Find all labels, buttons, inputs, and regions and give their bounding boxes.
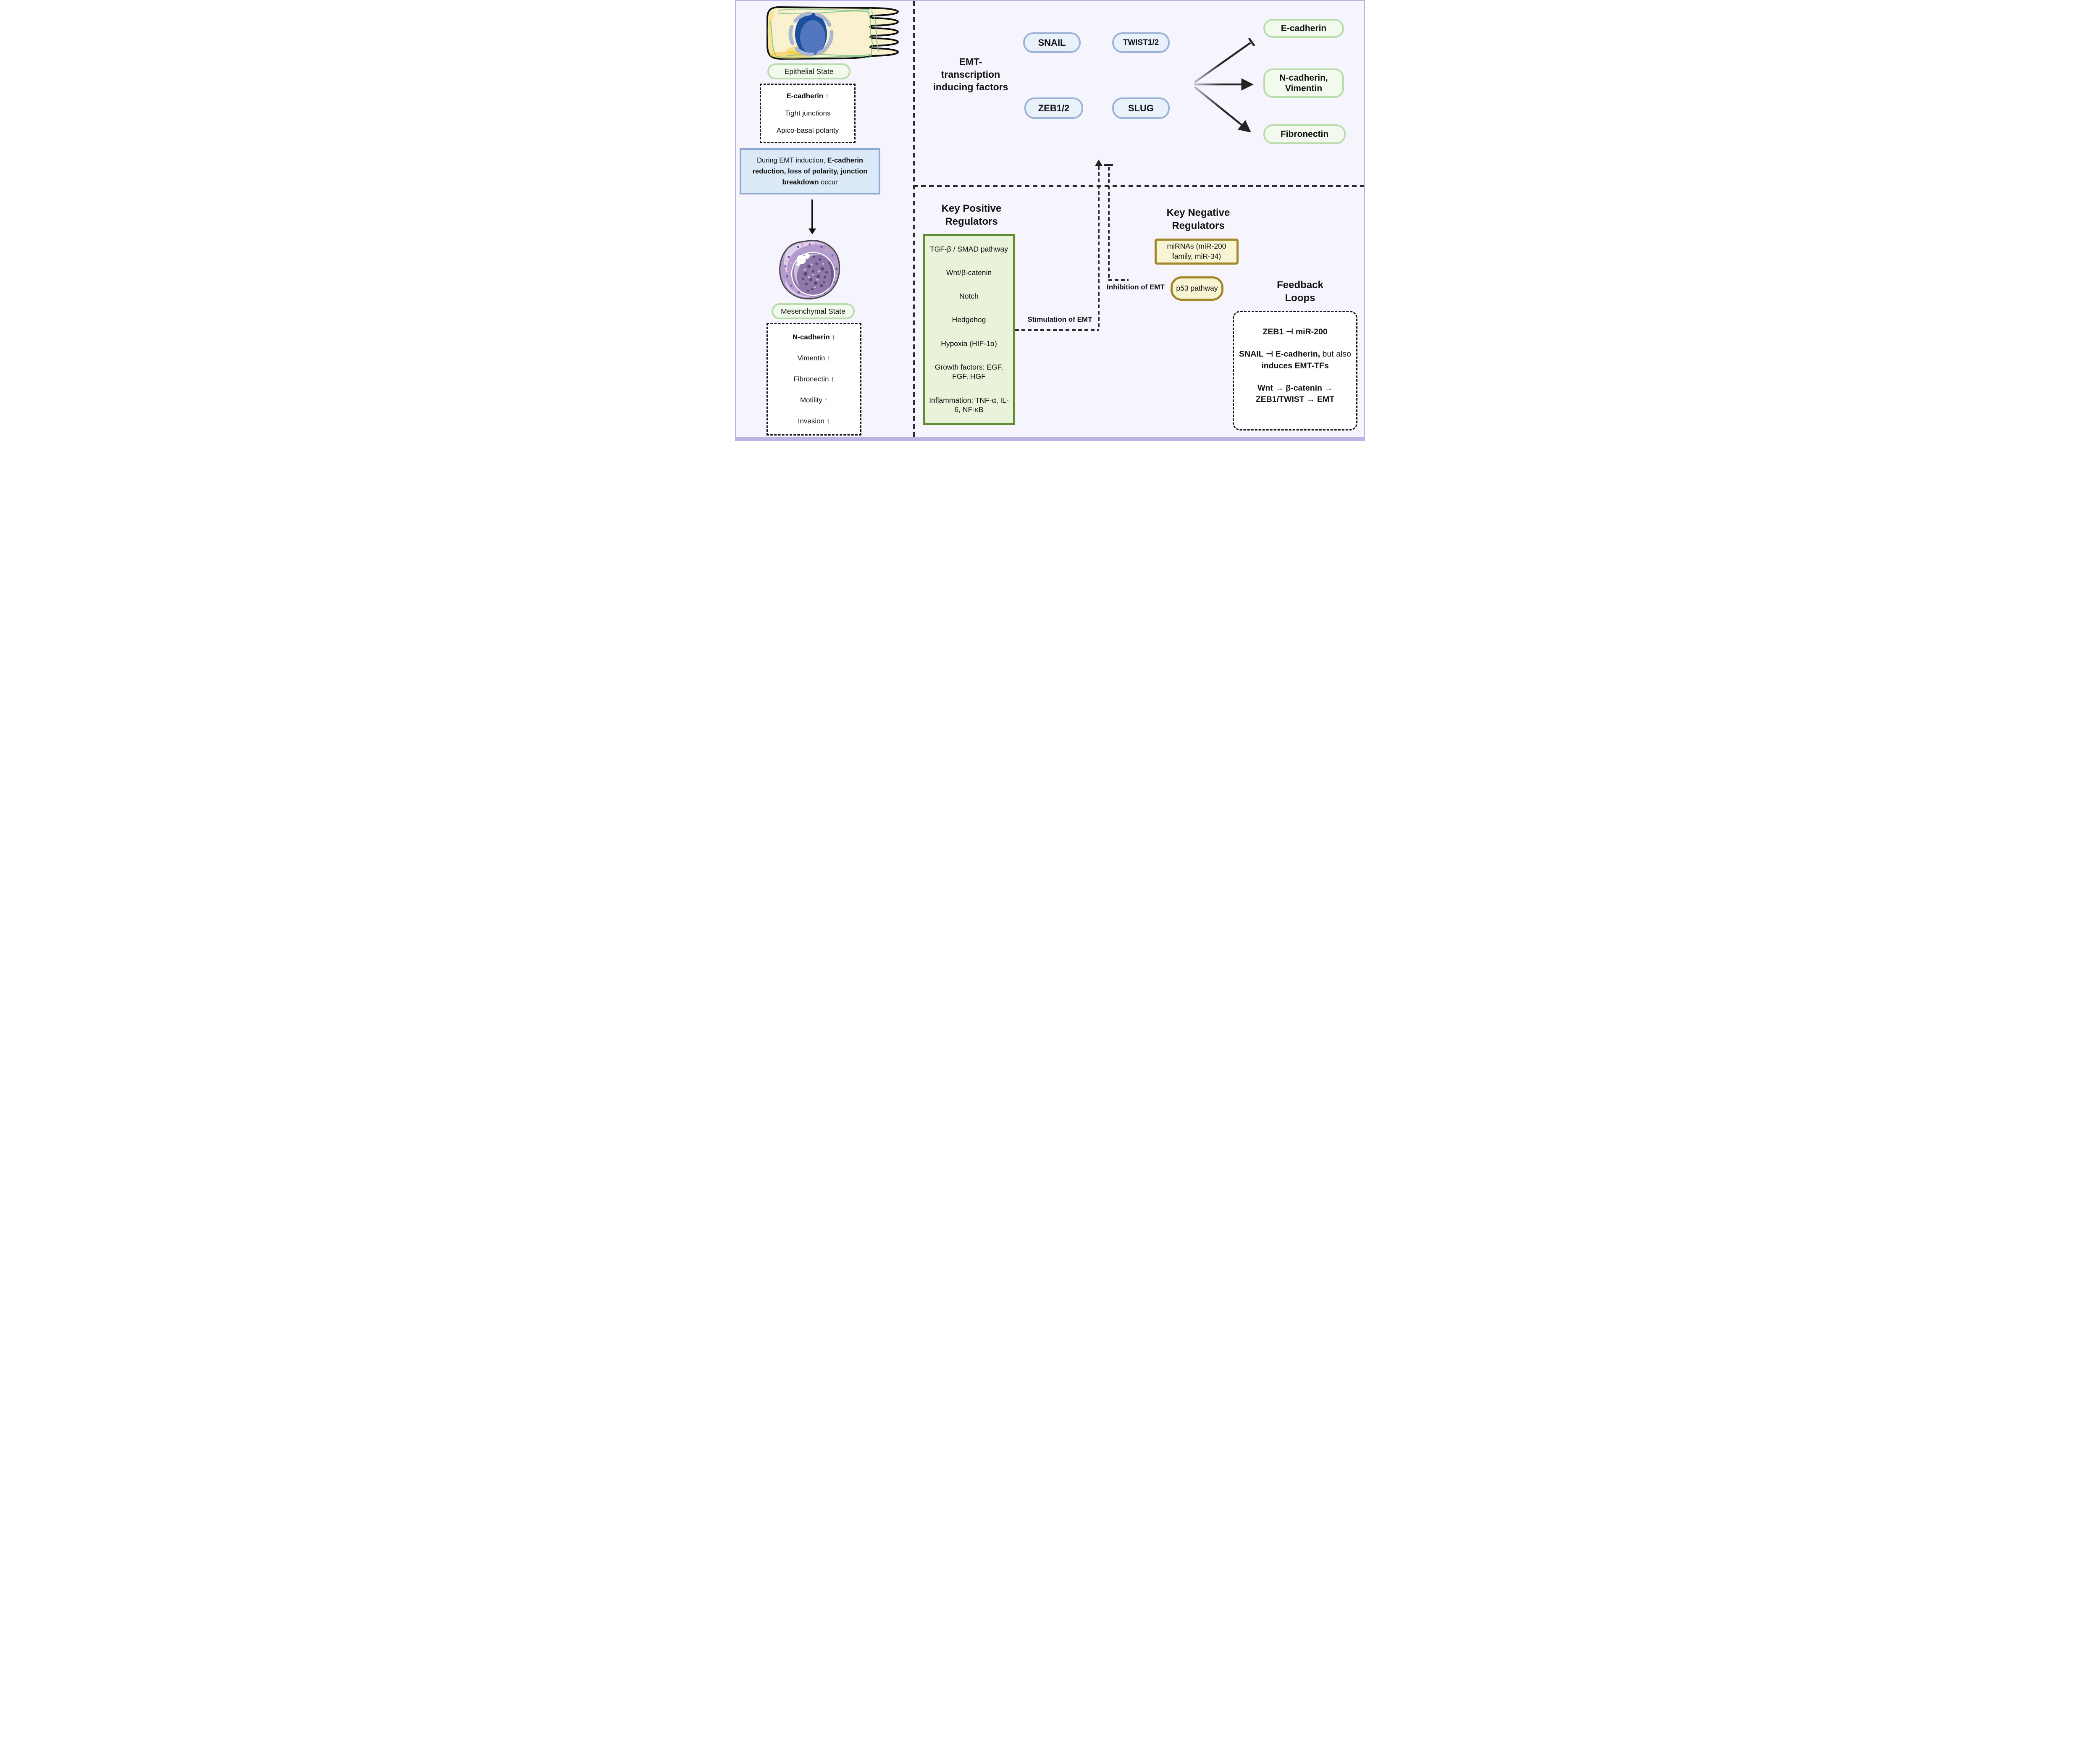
inhibition-path-horizontal — [1108, 279, 1129, 281]
feedback-loop-2-bold-start: SNAIL ⊣ E-cadherin, — [1239, 349, 1320, 359]
inhibition-path-vertical — [1108, 167, 1110, 280]
positive-item: TGF-β / SMAD pathway — [929, 245, 1008, 253]
marker-item: Invasion ↑ — [798, 417, 830, 425]
tf-target-arrows — [1194, 38, 1255, 133]
transition-arrow-head — [808, 228, 816, 234]
inhibition-tbar — [1104, 164, 1113, 166]
inhibition-label: Inhibition of EMT — [1107, 283, 1165, 291]
feedback-loops-heading: Feedback Loops — [1277, 279, 1323, 304]
inhibition-arrow-to-ecadherin — [1194, 42, 1251, 83]
mesenchymal-state-pill: Mesenchymal State — [772, 303, 855, 319]
feedback-loop-2-regular: but also — [1320, 349, 1351, 359]
mirna-box: miRNAs (miR-200 family, miR-34) — [1155, 239, 1239, 265]
positive-item: Inflammation: TNF-α, IL-6, NF-κB — [929, 396, 1009, 414]
epithelial-cell-illustration — [766, 6, 899, 60]
stimulation-path-vertical — [1098, 166, 1100, 330]
note-text-bold: E-cadherin reduction, loss of polarity, … — [752, 156, 868, 186]
emt-diagram: Epithelial State E-cadherin ↑ Tight junc… — [735, 0, 1365, 441]
feedback-loops-box: ZEB1 ⊣ miR-200 SNAIL ⊣ E-cadherin, but a… — [1233, 311, 1357, 430]
target-pill-fibronectin: Fibronectin — [1263, 124, 1346, 144]
horizontal-divider — [913, 185, 1364, 187]
feedback-loop-2-bold-end: induces EMT-TFs — [1261, 361, 1329, 370]
positive-item: Growth factors: EGF, FGF, HGF — [934, 362, 1003, 381]
epithelial-state-label: Epithelial State — [784, 67, 834, 76]
tf-pill-twist: TWIST1/2 — [1112, 32, 1170, 53]
epithelial-markers-box: E-cadherin ↑ Tight junctions Apico-basal… — [760, 84, 856, 143]
tf-section-heading: EMT-transcription inducing factors — [933, 56, 1008, 92]
transition-arrow-line — [811, 200, 813, 229]
stimulation-label: Stimulation of EMT — [1027, 315, 1092, 323]
feedback-loop-3: Wnt → β-catenin → ZEB1/TWIST → EMT — [1255, 383, 1335, 404]
positive-item: Hedgehog — [952, 315, 986, 324]
emt-induction-note: During EMT induction, E-cadherin reducti… — [740, 148, 880, 194]
positive-regulators-box: TGF-β / SMAD pathway Wnt/β-catenin Notch… — [923, 234, 1015, 425]
vertical-divider — [913, 1, 915, 437]
positive-regulators-heading: Key Positive Regulators — [941, 203, 1002, 228]
arrow-to-fibronectin — [1194, 86, 1251, 133]
marker-item: Tight junctions — [785, 109, 831, 117]
note-text-start: During EMT induction, — [757, 156, 827, 164]
negative-regulators-heading: Key Negative Regulators — [1166, 207, 1230, 232]
target-pill-ncadherin-vimentin: N-cadherin, Vimentin — [1263, 68, 1344, 98]
feedback-loop-2: SNAIL ⊣ E-cadherin, but also induces EMT… — [1239, 349, 1351, 372]
tf-pill-snail: SNAIL — [1023, 32, 1081, 53]
mesenchymal-state-label: Mesenchymal State — [781, 307, 845, 315]
positive-item: Hypoxia (HIF-1α) — [941, 339, 997, 348]
marker-item: Motility ↑ — [800, 396, 828, 404]
epithelial-state-pill: Epithelial State — [767, 63, 850, 79]
marker-item: N-cadherin ↑ — [792, 333, 836, 341]
tf-pill-slug: SLUG — [1112, 97, 1170, 119]
marker-item: Fibronectin ↑ — [793, 375, 835, 383]
tf-pill-zeb: ZEB1/2 — [1024, 97, 1083, 119]
p53-pathway-pill: p53 pathway — [1171, 276, 1223, 301]
target-pill-ecadherin: E-cadherin — [1263, 19, 1344, 38]
stimulation-arrowhead — [1095, 160, 1102, 166]
mesenchymal-cell-illustration — [779, 240, 840, 299]
positive-item: Notch — [959, 292, 979, 301]
feedback-loop-1: ZEB1 ⊣ miR-200 — [1263, 327, 1328, 336]
positive-item: Wnt/β-catenin — [946, 268, 992, 277]
marker-item: Vimentin ↑ — [797, 354, 831, 362]
mesenchymal-markers-box: N-cadherin ↑ Vimentin ↑ Fibronectin ↑ Mo… — [766, 323, 861, 436]
marker-item: Apico-basal polarity — [776, 126, 839, 135]
stimulation-path-horizontal — [1015, 329, 1099, 331]
tbar-ecadherin — [1248, 38, 1255, 46]
note-text-end: occur — [819, 178, 838, 186]
marker-item: E-cadherin ↑ — [786, 92, 829, 100]
